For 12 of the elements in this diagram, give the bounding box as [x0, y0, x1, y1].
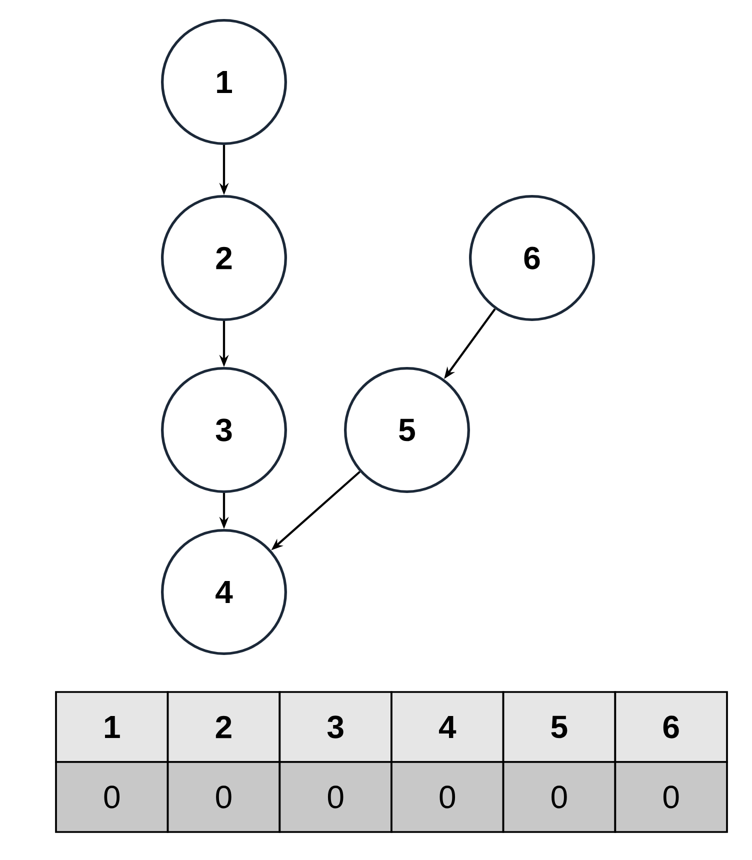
table-cell: 5	[502, 691, 616, 763]
table-cell: 2	[166, 691, 281, 763]
table-cell: 0	[166, 761, 281, 833]
table-cell: 0	[278, 761, 392, 833]
table-cell: 0	[614, 761, 728, 833]
table-cell: 4	[390, 691, 504, 763]
table-cell: 1	[55, 691, 169, 763]
table-cell: 0	[390, 761, 504, 833]
table-cell: 0	[55, 761, 169, 833]
table-cell: 6	[614, 691, 728, 763]
table-cell: 0	[502, 761, 616, 833]
table-cell: 3	[278, 691, 392, 763]
